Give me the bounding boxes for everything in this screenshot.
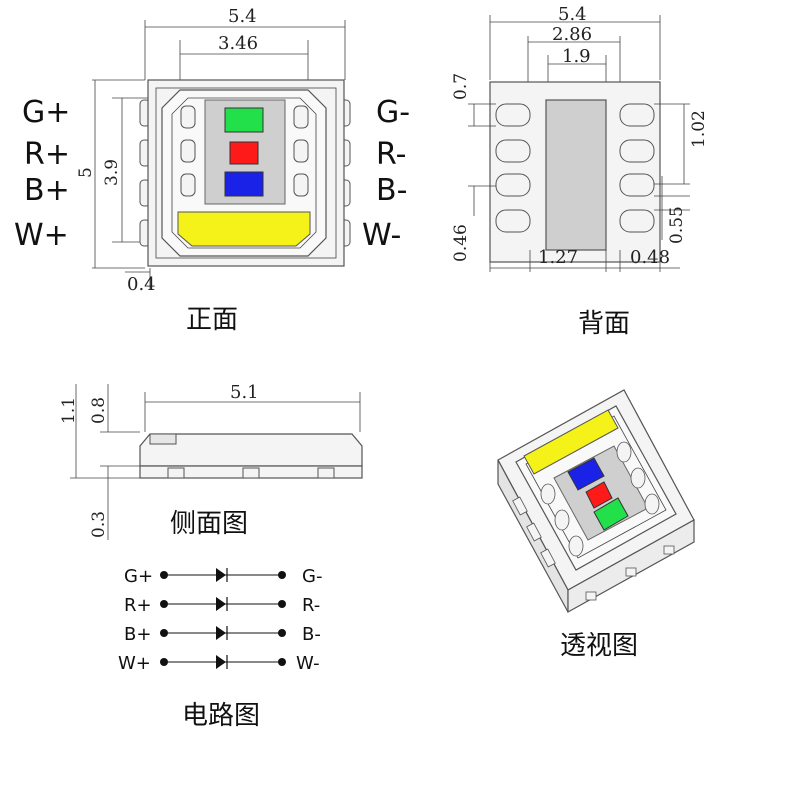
- front-width-label: 5.4: [228, 6, 257, 27]
- circuit-left-3: B+: [124, 624, 151, 645]
- front-view: 5.4 3.46 3.9 5 0.4: [14, 6, 410, 335]
- circuit-right-4: W-: [296, 653, 320, 674]
- back-pad-width-label: 0.46: [451, 224, 471, 262]
- back-dim-b-label: 0.48: [630, 247, 670, 268]
- side-total-height-label: 1.1: [59, 397, 79, 424]
- front-pin-right-2: R-: [376, 137, 406, 172]
- blue-chip: [224, 171, 264, 197]
- perspective-white-strip: [523, 409, 619, 475]
- back-view: 5.4 2.86 1.9 0.7 0.46: [451, 4, 709, 339]
- front-pin-right-1: G-: [376, 95, 410, 130]
- side-pad-height-label: 0.3: [89, 511, 109, 538]
- circuit-right-2: R-: [302, 595, 320, 616]
- front-pitch-label: 5: [76, 167, 96, 178]
- white-chip-strip: [177, 211, 311, 247]
- circuit-row-r: R+ R-: [124, 595, 320, 616]
- circuit-right-3: B-: [302, 624, 321, 645]
- front-pin-left-4: W+: [14, 218, 69, 253]
- back-width-label: 5.4: [558, 4, 587, 25]
- front-pin-left-3: B+: [24, 173, 70, 208]
- back-pad-span-label: 2.86: [552, 24, 592, 45]
- back-center-pad: [545, 99, 607, 251]
- circuit-row-g: G+ G-: [124, 566, 322, 587]
- back-view-caption: 背面: [578, 309, 630, 339]
- front-inner-width-label: 3.46: [218, 33, 258, 54]
- back-pad-pitch-label: 1.02: [689, 110, 709, 148]
- back-pad-height-label: 0.7: [451, 73, 471, 100]
- front-pin-right-4: W-: [362, 218, 401, 253]
- perspective-view-caption: 透视图: [560, 631, 638, 661]
- front-view-caption: 正面: [186, 305, 238, 335]
- side-view: 5.1 1.1 0.8 0.3 侧面图: [59, 382, 363, 540]
- side-body-height-label: 0.8: [89, 397, 109, 424]
- front-pad-gap-label: 0.4: [127, 274, 156, 295]
- perspective-green-chip: [593, 497, 629, 531]
- perspective-red-chip: [585, 481, 613, 509]
- circuit-left-1: G+: [124, 566, 153, 587]
- back-center-pad-label: 1.9: [562, 46, 591, 67]
- circuit-left-4: W+: [118, 653, 151, 674]
- side-length-label: 5.1: [230, 382, 259, 403]
- red-chip: [229, 141, 259, 165]
- circuit-row-b: B+ B-: [124, 624, 321, 645]
- front-pin-left-2: R+: [24, 137, 70, 172]
- perspective-view: 透视图: [497, 389, 695, 661]
- side-view-caption: 侧面图: [170, 509, 248, 539]
- back-pad-gap-label: 0.55: [667, 206, 687, 244]
- green-chip: [224, 107, 264, 133]
- circuit-left-2: R+: [124, 595, 152, 616]
- circuit-right-1: G-: [302, 566, 322, 587]
- circuit-diagram: G+ G- R+ R- B+ B- W+: [118, 566, 322, 731]
- circuit-row-w: W+ W-: [118, 653, 320, 674]
- perspective-blue-chip: [567, 457, 605, 491]
- front-pin-right-3: B-: [376, 173, 407, 208]
- back-dim-a-label: 1.27: [538, 247, 578, 268]
- front-pin-left-1: G+: [22, 95, 70, 130]
- circuit-caption: 电路图: [182, 701, 260, 731]
- front-height-label: 3.9: [102, 159, 122, 186]
